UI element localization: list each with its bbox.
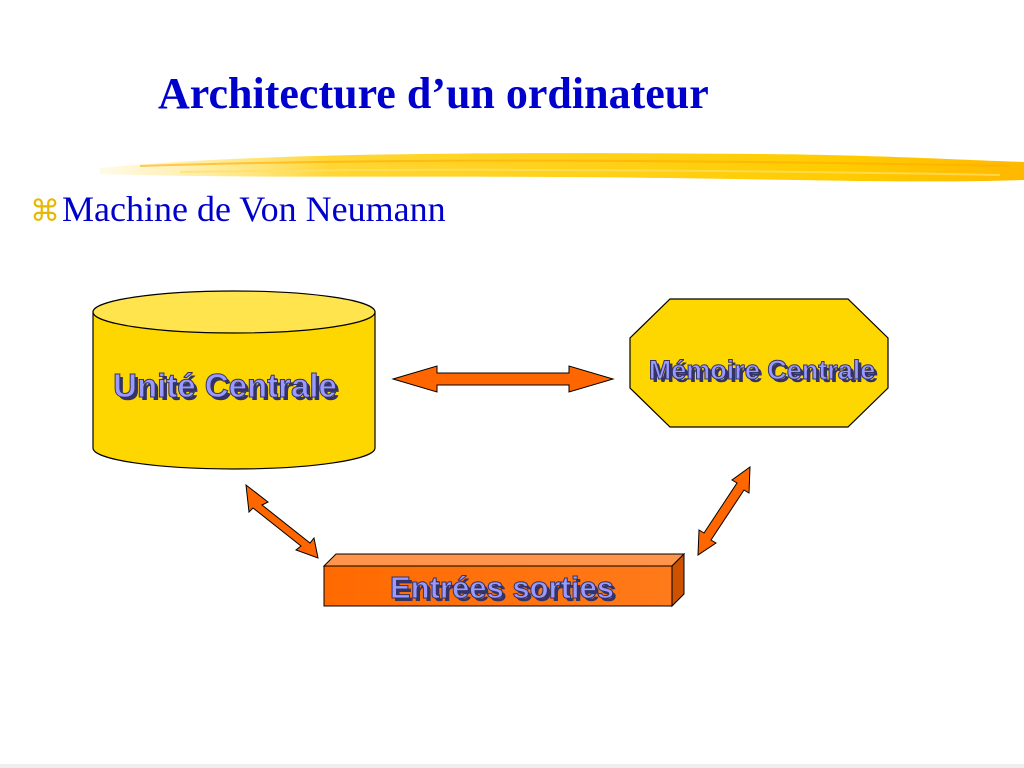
bottom-rule (0, 764, 1024, 768)
cpu-label: Unité Centrale (113, 367, 337, 404)
memory-label: Mémoire Centrale (649, 355, 876, 385)
memory-octagon (629, 298, 889, 428)
io-box-front (323, 565, 673, 607)
arrow-memory-io (697, 465, 751, 556)
io-label: Entrées sorties (390, 570, 614, 605)
cpu-cylinder-top (92, 290, 376, 334)
cpu-node: Unité Centrale Unité Centrale (92, 290, 376, 470)
memory-node: Mémoire Centrale Mémoire Centrale (629, 298, 889, 428)
bullet-point: ⌘Machine de Von Neumann (30, 188, 446, 230)
yellow-brush-divider (100, 153, 1024, 182)
slide-title: Architecture d’un ordinateur (158, 69, 709, 118)
memory-label-shadow: Mémoire Centrale (652, 358, 879, 388)
io-node: Entrées sorties Entrées sorties (322, 552, 686, 608)
cpu-label-shadow: Unité Centrale (116, 370, 340, 407)
io-box-top (322, 553, 686, 567)
arrow-cpu-io (245, 483, 319, 559)
cpu-cylinder-body (92, 311, 376, 470)
bullet-text: Machine de Von Neumann (62, 189, 446, 229)
arrow-cpu-memory (391, 365, 615, 393)
io-label-shadow: Entrées sorties (393, 573, 617, 608)
command-key-bullet-icon: ⌘ (30, 195, 60, 228)
